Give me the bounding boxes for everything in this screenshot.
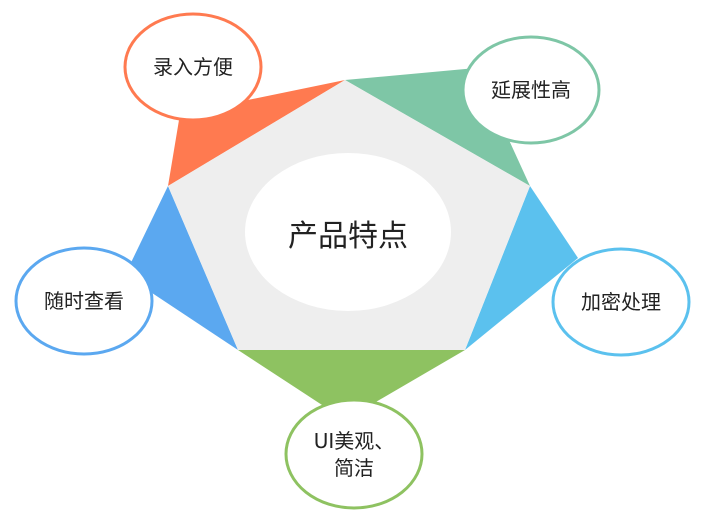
triangle-ui-clean: [238, 350, 465, 420]
node-extensible: [461, 35, 601, 145]
node-encryption-label: 加密处理: [581, 290, 661, 314]
node-easy-entry-label: 录入方便: [153, 55, 233, 79]
node-ui-clean-label-line2: 简洁: [334, 456, 374, 480]
node-extensible-label: 延展性高: [491, 78, 571, 102]
node-easy-entry: [123, 12, 263, 122]
node-ui-clean: [284, 398, 424, 510]
triangle-view-anytime: [125, 186, 238, 350]
node-view-anytime: [14, 246, 154, 356]
center-ellipse: [245, 153, 451, 311]
node-encryption: [551, 247, 691, 357]
center-label: 产品特点: [288, 219, 408, 254]
node-view-anytime-label: 随时查看: [44, 289, 124, 313]
node-ui-clean-label-line1: UI美观、: [314, 429, 395, 453]
triangle-encryption: [465, 186, 578, 350]
